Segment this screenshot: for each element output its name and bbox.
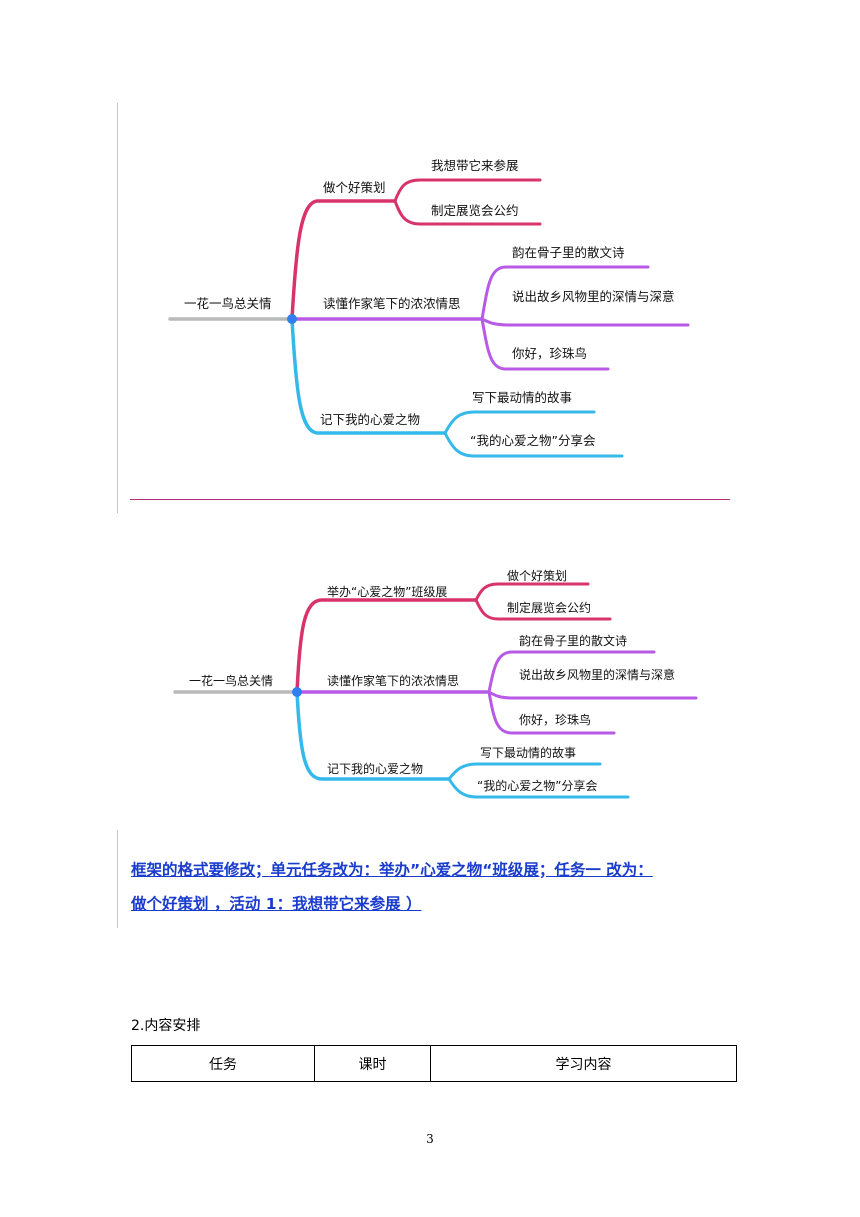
leaf-line-2-1 [480,265,650,321]
section-heading: 2.内容安排 [131,1018,201,1034]
branch-label-1: 做个好策划 [323,180,386,195]
revision-comment-line-2: 做个好策划 ，活动 1：我想带它来参展 ） [131,895,422,913]
content-table: 任务 课时 学习内容 [131,1045,737,1082]
table-header-content: 学习内容 [430,1045,737,1082]
leaf-label-2-2: 说出故乡风物里的深情与深意 [512,289,675,304]
leaf-line-3-1 [447,762,602,781]
leaf-label-3-1: 写下最动情的故事 [480,746,577,760]
leaf-line-1-2 [393,199,542,226]
leaf-label-2-3: 你好，珍珠鸟 [519,713,592,727]
branch-label-1: 举办“心爱之物”班级展 [327,585,448,599]
leaf-label-1-2: 制定展览会公约 [431,203,519,218]
branch-label-3: 记下我的心爱之物 [327,762,424,776]
branch-line-1 [290,199,397,321]
leaf-label-3-2: “我的心爱之物”分享会 [470,433,596,448]
mindmap-revised-lines [173,582,698,799]
branch-label-2: 读懂作家笔下的浓浓情思 [323,296,461,311]
leaf-label-1-2: 制定展览会公约 [507,601,592,615]
leaf-label-1-1: 做个好策划 [507,569,568,583]
mindmap-original-lines [168,178,690,458]
leaf-line-2-2 [480,317,690,327]
table-header-periods: 课时 [314,1045,431,1082]
table-header-task: 任务 [131,1045,315,1082]
center-node [287,314,297,324]
leaf-label-3-1: 写下最动情的故事 [472,390,573,405]
root-label: 一花一鸟总关情 [189,674,274,688]
branch-line-3 [295,690,451,781]
leaf-line-3-2 [447,777,630,799]
leaf-line-1-2 [474,598,612,621]
leaf-line-1-1 [393,178,542,203]
branch-line-3 [290,317,447,435]
leaf-label-2-1: 韵在骨子里的散文诗 [519,634,628,648]
leaf-label-2-1: 韵在骨子里的散文诗 [512,245,625,260]
branch-label-2: 读懂作家笔下的浓浓情思 [327,674,460,688]
revision-comment-line-1: 框架的格式要修改；单元任务改为：举办”心爱之物“班级展；任务一 改为： [131,861,653,879]
leaf-label-2-2: 说出故乡风物里的深情与深意 [519,668,676,682]
page-number: 3 [426,1132,434,1146]
leaf-line-3-1 [443,410,596,435]
leaf-line-2-3 [487,690,616,735]
leaf-line-2-1 [487,650,656,694]
root-label: 一花一鸟总关情 [184,296,272,311]
leaf-label-3-2: “我的心爱之物”分享会 [477,779,598,793]
leaf-line-1-1 [474,582,590,602]
branch-line-1 [295,598,478,694]
revision-comment: 框架的格式要修改；单元任务改为：举办”心爱之物“班级展；任务一 改为： 做个好策… [131,853,731,921]
branch-label-3: 记下我的心爱之物 [320,412,421,427]
leaf-line-2-3 [480,317,610,371]
center-node [292,687,302,697]
leaf-line-3-2 [443,431,624,458]
leaf-line-2-2 [487,690,698,700]
margin-bar-comment [117,830,118,928]
leaf-label-1-1: 我想带它来参展 [431,158,519,173]
margin-bar-top [117,103,118,513]
leaf-label-2-3: 你好，珍珠鸟 [512,346,588,361]
divider-line [130,499,730,500]
table-header-row: 任务 课时 学习内容 [131,1045,737,1082]
